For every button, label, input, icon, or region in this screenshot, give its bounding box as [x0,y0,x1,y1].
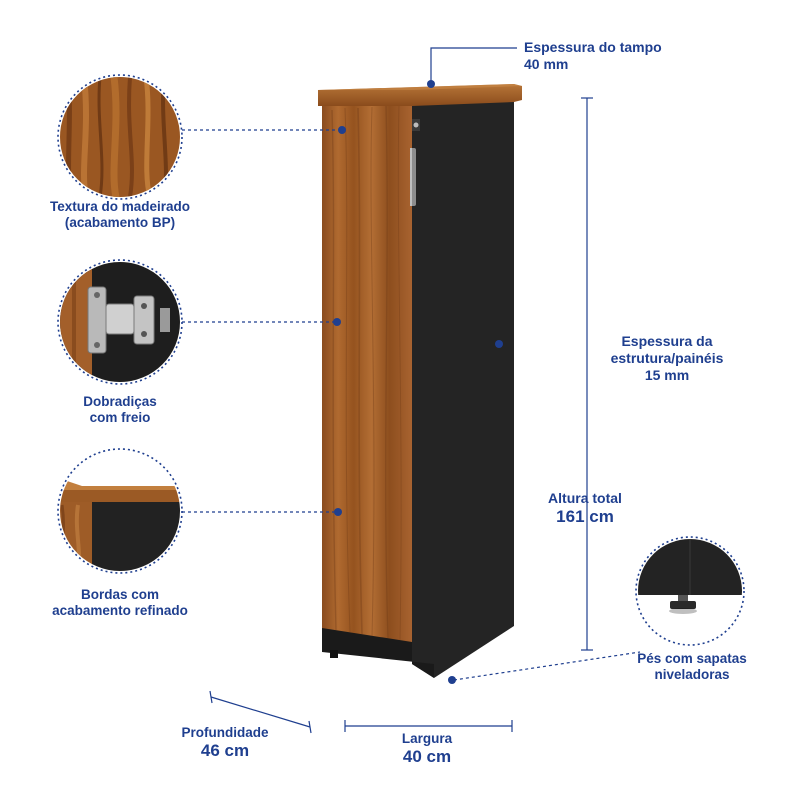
hinge-icon [87,286,170,354]
callout-leaders [182,129,641,681]
edges-line1: Bordas com [80,587,160,602]
feet-label: Pés com sapatas niveladoras [622,651,762,683]
hinges-line2: com freio [89,410,151,426]
top-thickness-label: Espessura do tampo 40 mm [524,39,662,73]
top-thickness-value: 40 mm [524,55,569,72]
detail-leveling-feet [635,536,745,646]
feet-line2: niveladoras [654,667,730,683]
width-title: Largura [401,731,453,746]
depth-title: Profundidade [181,725,269,740]
lock-icon [412,119,420,131]
top-thickness-title: Espessura do tampo [524,39,662,55]
width-label: Largura 40 cm [377,731,477,768]
hinges-line1: Dobradiças [83,394,157,409]
door-handle-icon [410,148,416,206]
width-value: 40 cm [402,747,452,767]
panel-thickness-line1: Espessura da [621,333,713,349]
panel-thickness-label: Espessura da estrutura/painéis 15 mm [592,333,742,383]
wood-texture-line1: Textura do madeirado [49,199,191,214]
wood-texture-line2: (acabamento BP) [64,215,176,231]
cabinet-plinth [322,626,434,678]
cabinet-side-panel [412,100,514,678]
detail-edges [57,448,183,574]
height-label: Altura total 161 cm [530,490,640,527]
edges-label: Bordas com acabamento refinado [30,587,210,619]
height-value: 161 cm [556,506,614,526]
wood-texture-label: Textura do madeirado (acabamento BP) [30,199,210,231]
height-title: Altura total [548,490,622,506]
top-thickness-marker [427,80,435,88]
panel-thickness-line2: estrutura/painéis [610,349,724,366]
cabinet-door [322,104,412,642]
hinges-label: Dobradiças com freio [40,394,200,426]
cabinet-foot-left [330,650,338,658]
edges-line2: acabamento refinado [52,603,188,619]
leveling-foot-icon [669,595,697,614]
panel-thickness-value: 15 mm [644,366,690,383]
depth-value: 46 cm [200,741,250,761]
cabinet [318,84,522,678]
dimension-lines [209,47,593,734]
callout-markers [333,126,503,684]
feet-line1: Pés com sapatas [637,651,747,666]
depth-label: Profundidade 46 cm [170,725,280,762]
detail-hinge [57,259,183,385]
detail-wood-texture [57,74,183,200]
door-wood-grain [331,104,402,641]
